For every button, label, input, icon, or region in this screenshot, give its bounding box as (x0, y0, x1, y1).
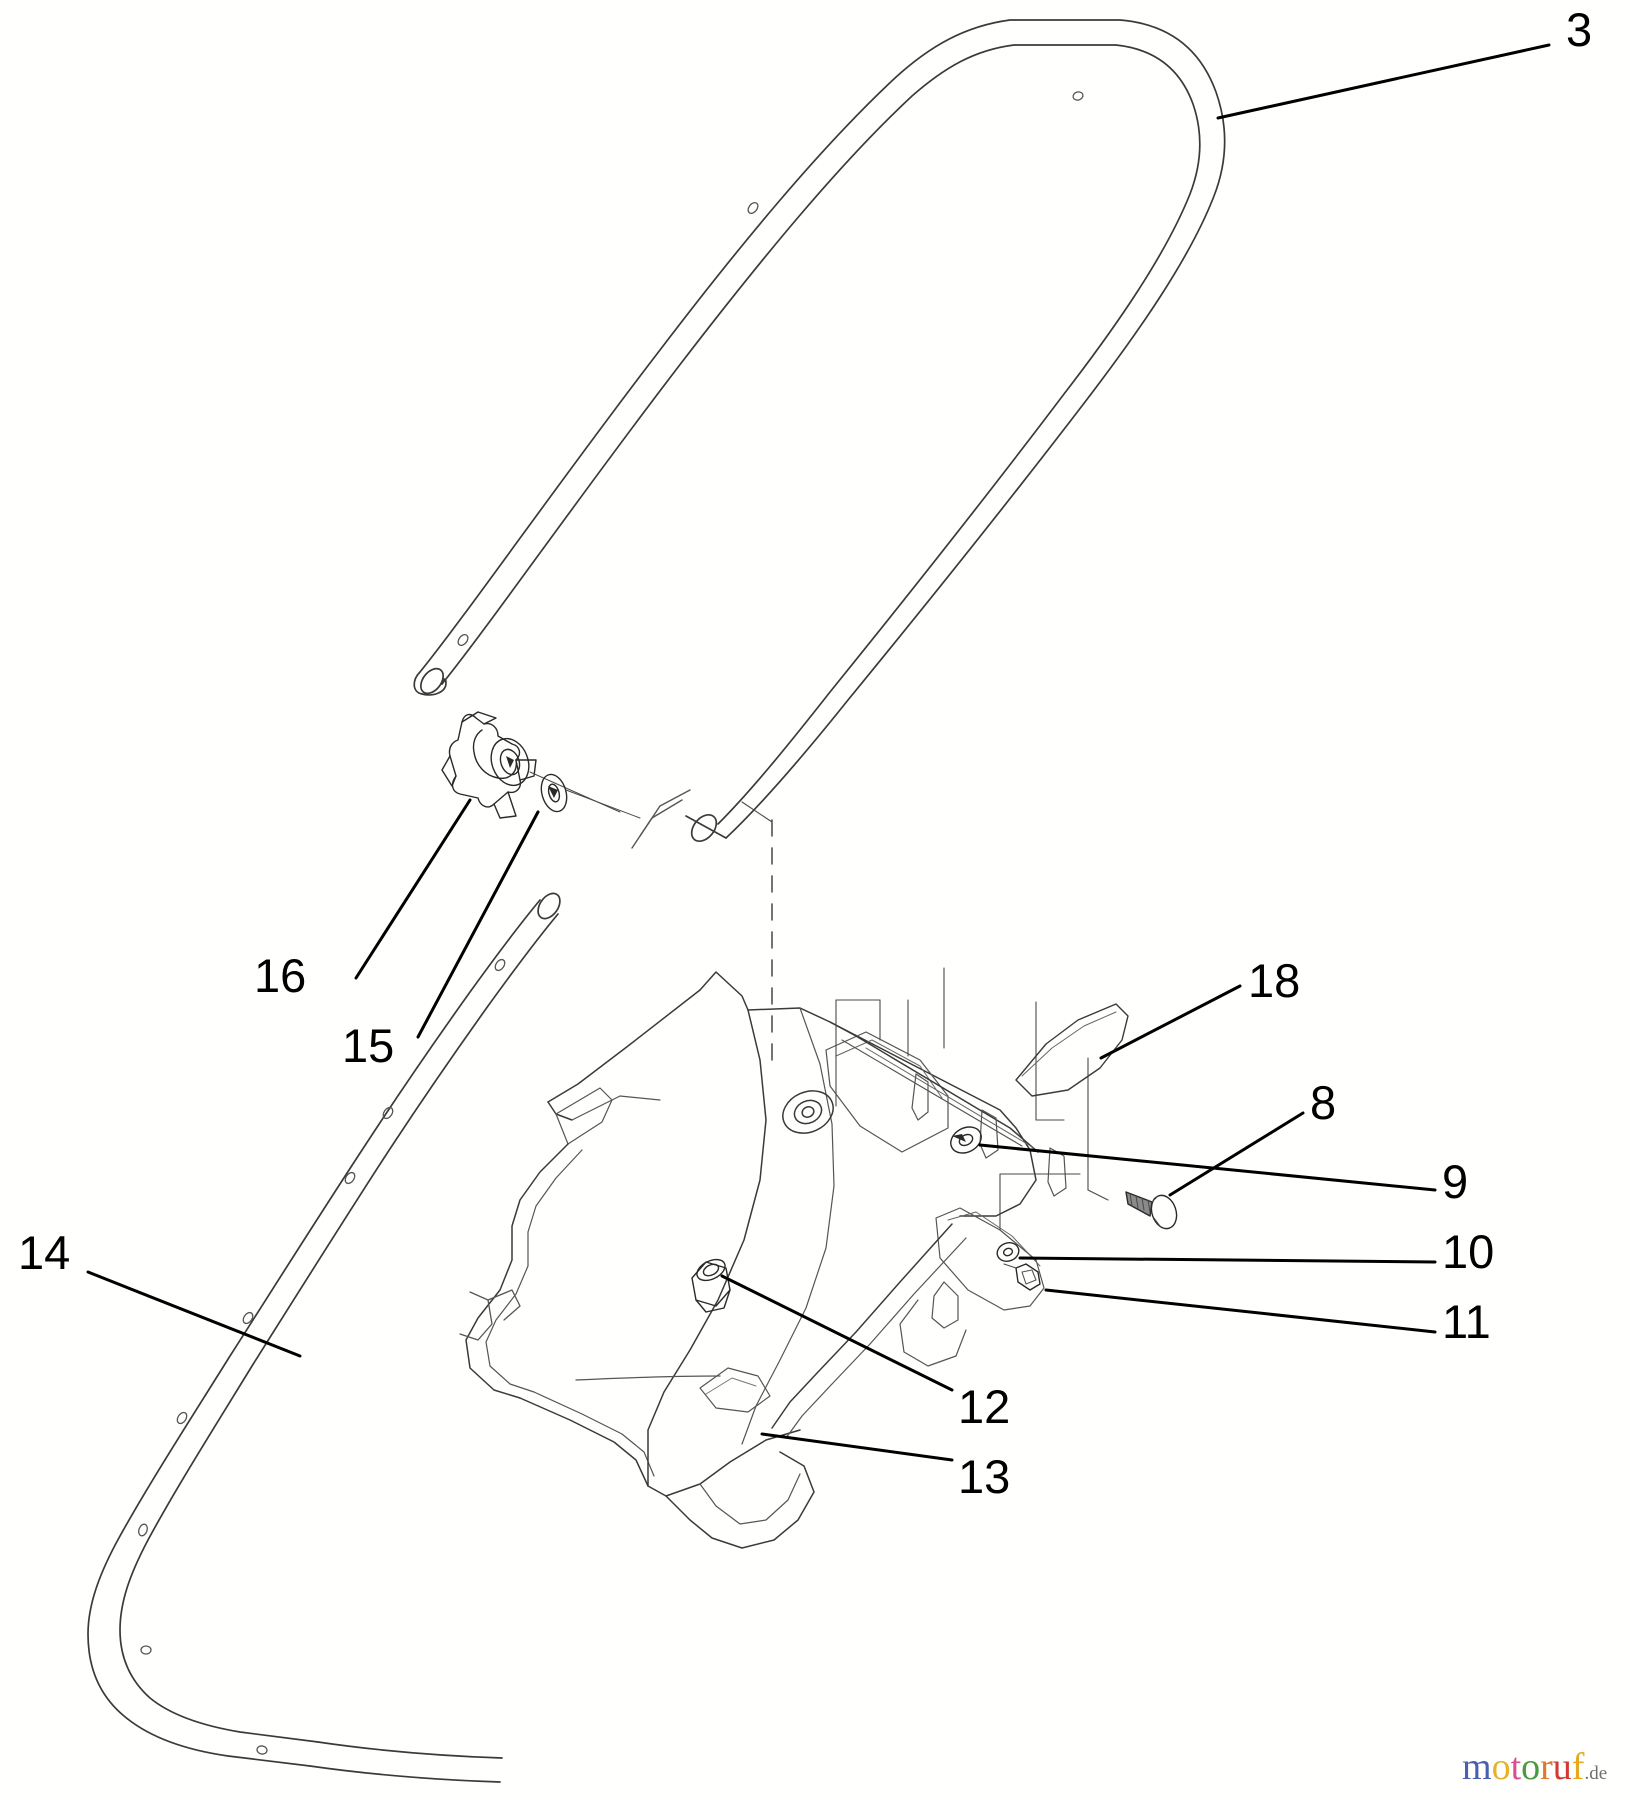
callout-label-12: 12 (958, 1380, 1011, 1433)
callout-label-15: 15 (342, 1019, 395, 1072)
lower-handle-bail-part (87, 892, 721, 1783)
handle-knob-part (441, 711, 621, 819)
leader-line-3 (1216, 43, 1551, 120)
leader-line-13 (760, 1432, 954, 1462)
leader-line-10 (1018, 1256, 1437, 1264)
nut-part (1003, 1263, 1041, 1291)
leader-line-11 (1044, 1288, 1437, 1334)
watermark-tld: .de (1584, 1763, 1608, 1784)
callout-label-14: 14 (18, 1226, 71, 1279)
callout-label-10: 10 (1442, 1225, 1495, 1278)
callout-label-13: 13 (958, 1450, 1011, 1503)
leader-line-16 (354, 798, 472, 980)
leader-line-12 (720, 1274, 954, 1392)
watermark-letter-u: u (1552, 1746, 1572, 1788)
assembly-guidelines (741, 801, 1109, 1231)
watermark-letter-o1: o (1491, 1746, 1511, 1788)
handle-housing-part (465, 971, 1067, 1549)
motoruf-watermark: motoruf.de (1462, 1748, 1607, 1786)
leader-lines (86, 43, 1551, 1462)
leader-line-14 (86, 1270, 302, 1358)
bolt-part (1125, 1191, 1178, 1230)
watermark-letter-o2: o (1521, 1746, 1541, 1788)
flat-washer-part (540, 773, 641, 819)
watermark-letter-t: t (1510, 1746, 1522, 1788)
leader-line-18 (1099, 984, 1242, 1060)
decal-plate-part (1015, 1003, 1129, 1097)
leader-line-9 (978, 1143, 1437, 1192)
callout-label-3: 3 (1566, 3, 1593, 56)
leader-line-8 (1168, 1111, 1305, 1197)
retaining-pin-part (950, 1126, 982, 1154)
callout-label-16: 16 (254, 949, 307, 1002)
callout-label-11: 11 (1442, 1295, 1491, 1348)
leader-line-15 (416, 810, 540, 1039)
bushing-part (691, 1258, 731, 1313)
callout-label-18: 18 (1248, 954, 1301, 1007)
watermark-letter-r: r (1540, 1746, 1553, 1788)
watermark-letter-f: f (1571, 1746, 1585, 1788)
washer-part (996, 1242, 1020, 1262)
watermark-letter-m: m (1462, 1746, 1492, 1788)
upper-handle-bail-part (413, 19, 1226, 849)
callout-label-8: 8 (1310, 1076, 1337, 1129)
callout-label-9: 9 (1442, 1155, 1469, 1208)
